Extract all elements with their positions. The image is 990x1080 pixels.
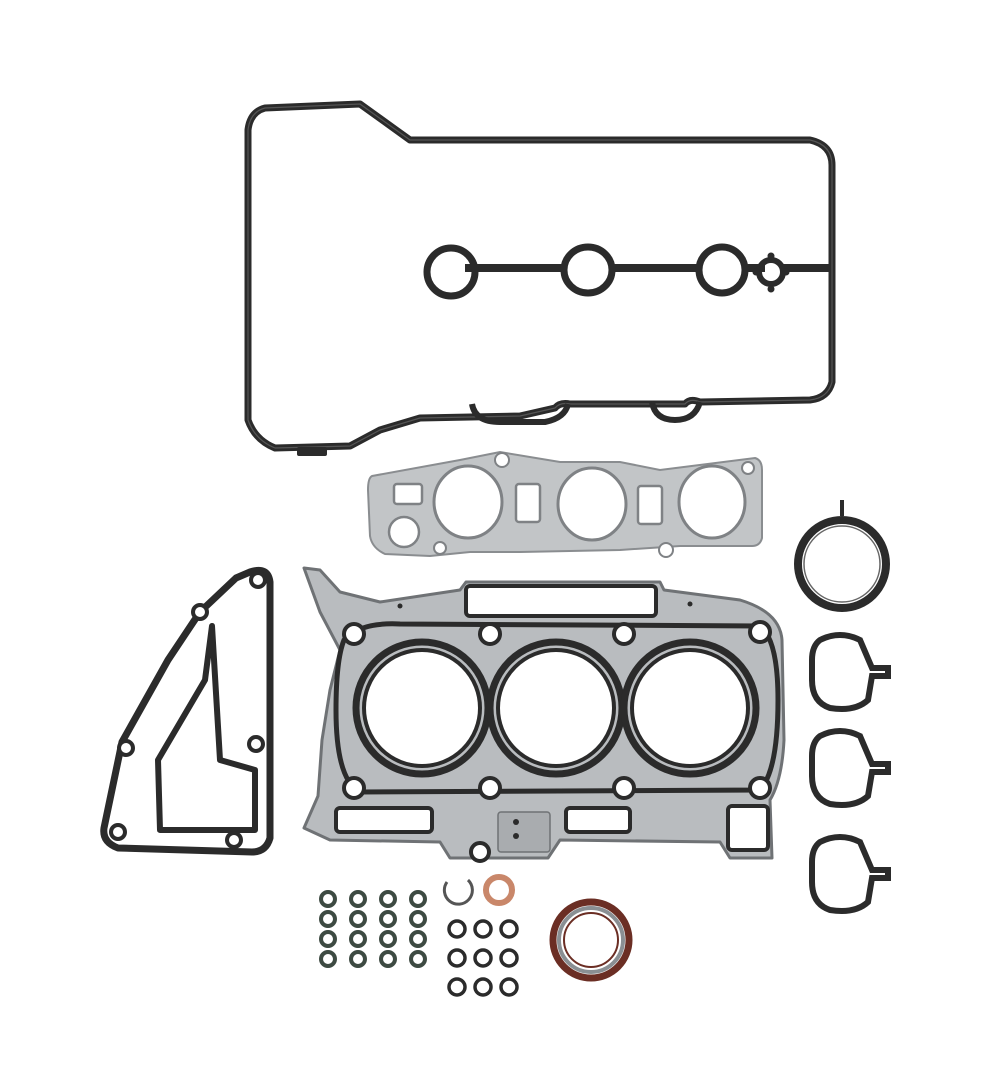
valve-stem-seal (319, 950, 337, 968)
valve-stem-seal (349, 910, 367, 928)
snap-ring (442, 878, 474, 906)
intake-port-gaskets (809, 632, 891, 914)
valve-stem-seal (379, 930, 397, 948)
small-o-ring (447, 977, 467, 997)
copper-washer (483, 874, 515, 906)
intake-port-gasket (809, 728, 891, 808)
intake-port-gasket (809, 834, 891, 914)
small-o-ring (473, 948, 493, 968)
small-o-ring (499, 977, 519, 997)
small-o-rings (447, 919, 519, 997)
valve-stem-seal (409, 930, 427, 948)
valve-stem-seal (319, 910, 337, 928)
valve-stem-seal (379, 890, 397, 908)
valve-stem-seal (349, 930, 367, 948)
timing-cover-gasket (100, 566, 274, 856)
valve-cover-gasket (244, 100, 836, 456)
valve-stem-seal (379, 910, 397, 928)
small-o-ring (473, 919, 493, 939)
valve-stem-seal (409, 950, 427, 968)
small-o-ring (447, 919, 467, 939)
small-o-ring (499, 919, 519, 939)
valve-stem-seal (319, 890, 337, 908)
valve-stem-seal (349, 950, 367, 968)
intake-port-gasket (809, 632, 891, 712)
small-o-ring (473, 977, 493, 997)
valve-stem-seal (409, 910, 427, 928)
valve-stem-seal (349, 890, 367, 908)
valve-stem-seals (319, 890, 427, 968)
cylinder-bore (352, 638, 492, 778)
manifold-gasket (366, 450, 763, 558)
small-o-ring (447, 948, 467, 968)
cylinder-bore (620, 638, 760, 778)
cylinder-head-gasket (302, 566, 786, 863)
crankshaft-seal (549, 898, 633, 982)
cylinder-bore (486, 638, 626, 778)
valve-stem-seal (319, 930, 337, 948)
valve-stem-seal (379, 950, 397, 968)
round-seal-ring (794, 500, 890, 612)
spark-plug-tube-seals (423, 243, 830, 300)
small-o-ring (499, 948, 519, 968)
valve-stem-seal (409, 890, 427, 908)
